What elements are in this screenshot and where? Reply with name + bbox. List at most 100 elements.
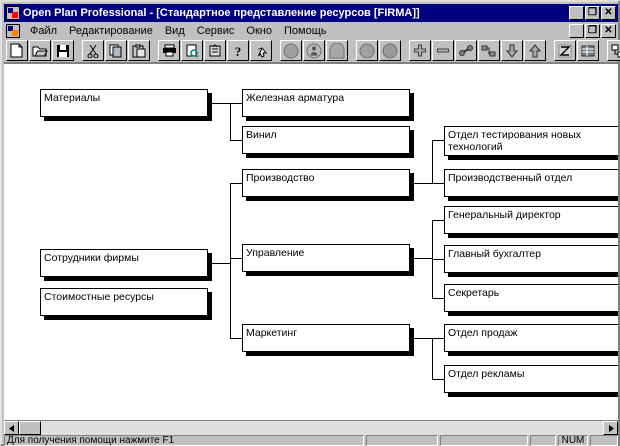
print-icon — [162, 44, 176, 57]
node-stoimostnye-resursy[interactable]: Стоимостные ресурсы — [40, 288, 208, 316]
move-down-button[interactable] — [501, 40, 523, 61]
node-generalnyy-direktor[interactable]: Генеральный директор — [444, 206, 618, 234]
connector — [432, 220, 444, 221]
node-label: Отдел рекламы — [448, 368, 525, 380]
connector — [432, 338, 433, 379]
help-button[interactable]: ? — [227, 40, 249, 61]
app-icon[interactable] — [6, 6, 20, 20]
print-preview-button[interactable] — [181, 40, 203, 61]
link-button[interactable] — [455, 40, 477, 61]
node-otdel-prodazh[interactable]: Отдел продаж — [444, 324, 618, 352]
resource-person-button[interactable] — [303, 40, 325, 61]
toolbar-separator — [273, 41, 280, 61]
ellipse-button[interactable] — [356, 40, 378, 61]
scroll-track[interactable] — [19, 421, 603, 435]
svg-text:?: ? — [235, 44, 242, 58]
connector — [414, 183, 432, 184]
copy-button[interactable] — [105, 40, 127, 61]
node-label: Сотрудники фирмы — [44, 252, 139, 264]
node-materialy[interactable]: Материалы — [40, 89, 208, 117]
ellipse-filled-button[interactable] — [379, 40, 401, 61]
window-controls: _ ❐ ✕ — [569, 6, 616, 21]
cut-scissors-icon — [87, 44, 98, 58]
mdi-close-icon: ✕ — [604, 24, 613, 36]
menu-item-help[interactable]: Помощь — [283, 24, 327, 37]
paste-button[interactable] — [128, 40, 150, 61]
sort-button[interactable] — [204, 40, 226, 61]
minimize-button[interactable]: _ — [569, 6, 584, 21]
close-button[interactable]: ✕ — [601, 6, 616, 20]
move-up-button[interactable] — [524, 40, 546, 61]
node-otdel-reklamy[interactable]: Отдел рекламы — [444, 365, 618, 393]
restore-button[interactable]: ❐ — [585, 6, 600, 20]
resource-circle-button[interactable] — [280, 40, 302, 61]
node-label: Главный бухгалтер — [448, 248, 541, 260]
menu-item-edit[interactable]: Редактирование — [69, 24, 153, 37]
connector — [230, 103, 231, 140]
chevron-right-icon — [608, 424, 614, 432]
mdi-close-button[interactable]: ✕ — [601, 23, 616, 38]
table-view-button[interactable] — [577, 40, 599, 61]
new-button[interactable] — [6, 40, 28, 61]
print-button[interactable] — [158, 40, 180, 61]
menu-item-file[interactable]: Файл — [30, 24, 58, 37]
menu-item-service[interactable]: Сервис — [196, 24, 235, 37]
cut-button[interactable] — [82, 40, 104, 61]
connector — [432, 259, 444, 260]
ellipse-filled-icon — [382, 43, 398, 58]
node-sotrudniki-firmy[interactable]: Сотрудники фирмы — [40, 249, 208, 277]
node-proizvodstvennyy-otdel[interactable]: Производственный отдел — [444, 169, 618, 197]
add-button[interactable] — [409, 40, 431, 61]
connector — [230, 258, 242, 259]
context-help-button[interactable]: ? — [250, 40, 272, 61]
scroll-right-button[interactable] — [603, 421, 618, 435]
title-bar[interactable]: Open Plan Professional - [Стандартное пр… — [4, 4, 618, 22]
menu-item-view[interactable]: Вид — [164, 24, 185, 37]
node-label: Генеральный директор — [448, 209, 561, 221]
connector — [414, 258, 432, 259]
scroll-thumb[interactable] — [19, 421, 41, 435]
diagram-client-area[interactable]: Материалы Железная арматура Винил Отдел … — [4, 63, 618, 420]
node-zheleznaya-armatura[interactable]: Железная арматура — [242, 89, 410, 117]
status-bar: Для получения помощи нажмите F1 NUM — [4, 435, 618, 446]
node-glavnyy-buhgalter[interactable]: Главный бухгалтер — [444, 245, 618, 273]
mdi-minimize-icon: _ — [573, 26, 580, 39]
horizontal-scrollbar[interactable] — [4, 420, 618, 435]
node-label: Секретарь — [448, 287, 500, 299]
zigzag-button[interactable] — [554, 40, 576, 61]
toolbar-separator — [349, 41, 356, 61]
add-plus-icon — [414, 44, 426, 56]
node-otdel-testirovaniya[interactable]: Отдел тестирования новых технологий — [444, 126, 618, 156]
minimize-icon: _ — [573, 9, 580, 21]
close-icon: ✕ — [604, 7, 613, 18]
node-vinil[interactable]: Винил — [242, 126, 410, 154]
save-button[interactable] — [52, 40, 74, 61]
mdi-restore-button[interactable]: ❐ — [585, 23, 600, 38]
connector — [432, 140, 444, 141]
mdi-minimize-button[interactable]: _ — [569, 23, 584, 39]
node-label: Управление — [246, 247, 305, 259]
resource-shape-button[interactable] — [326, 40, 348, 61]
status-panel-c — [530, 435, 556, 446]
unlink-button[interactable] — [478, 40, 500, 61]
node-label: Материалы — [44, 92, 101, 104]
status-message: Для получения помощи нажмите F1 — [4, 435, 364, 446]
node-marketing[interactable]: Маркетинг — [242, 324, 410, 352]
chevron-left-icon — [8, 424, 14, 432]
node-upravlenie[interactable]: Управление — [242, 244, 410, 272]
connector — [432, 338, 444, 339]
open-button[interactable] — [29, 40, 51, 61]
node-proizvodstvo[interactable]: Производство — [242, 169, 410, 197]
sort-icon — [209, 43, 221, 56]
document-icon[interactable] — [6, 23, 20, 38]
remove-button[interactable] — [432, 40, 454, 61]
node-sekretar[interactable]: Секретарь — [444, 284, 618, 312]
layout-button[interactable] — [607, 40, 620, 61]
menu-item-window[interactable]: Окно — [246, 24, 272, 37]
resource-circle-icon — [283, 43, 299, 58]
toolbar-separator — [151, 41, 158, 61]
node-label: Маркетинг — [246, 327, 298, 339]
toolbar: ? ? — [4, 39, 620, 63]
scroll-left-button[interactable] — [4, 421, 19, 435]
